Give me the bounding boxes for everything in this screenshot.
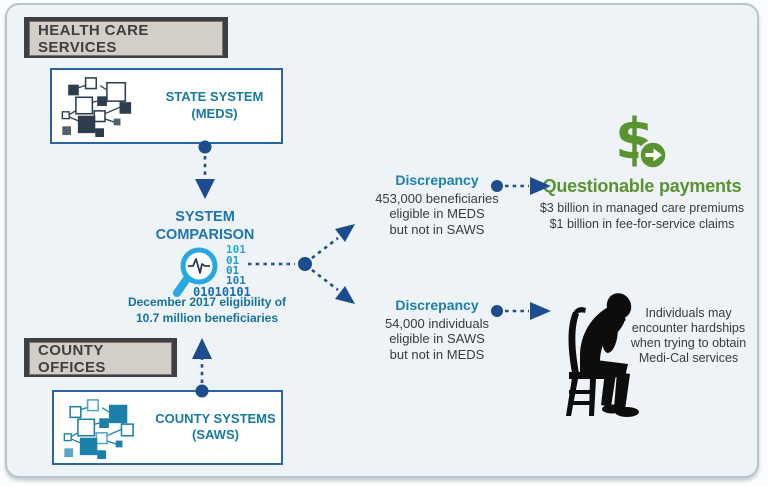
comparison-caption: December 2017 eligibility of 10.7 millio… [112, 295, 302, 326]
binary-digits: 01 [226, 264, 240, 277]
hardships-line: Individuals may [645, 306, 732, 320]
hardships-line: Medi-Cal services [638, 351, 739, 365]
hardships-line: encounter hardships [631, 321, 746, 335]
network-nodes-icon [61, 77, 132, 137]
discrepancy-top-block: Discrepancy 453,000 beneficiaries eligib… [367, 172, 507, 237]
payments-detail-line: $1 billion in fee-for-service claims [549, 216, 735, 231]
discrepancy-top-line: 453,000 beneficiaries [375, 191, 499, 206]
discrepancy-bottom-label: Discrepancy [395, 297, 479, 313]
county-systems-box: COUNTY SYSTEMS (SAWS) [52, 390, 283, 465]
hardships-line: when trying to obtain [630, 336, 747, 350]
header-county-offices-label: COUNTY OFFICES [29, 342, 172, 376]
state-system-code: (MEDS) [191, 106, 238, 121]
county-systems-code: (SAWS) [192, 427, 239, 443]
system-comparison-title: SYSTEM COMPARISON [125, 208, 285, 244]
discrepancy-bottom-line: but not in MEDS [389, 346, 485, 362]
state-system-name: STATE SYSTEM [165, 89, 264, 105]
system-comparison-title-line1: SYSTEM [175, 209, 235, 225]
distressed-person-icon [566, 293, 639, 417]
questionable-payments-details: $3 billion in managed care premiums $1 b… [532, 201, 752, 232]
network-nodes-icon [63, 399, 134, 459]
header-health-care-services-label: HEALTH CARE SERVICES [29, 21, 223, 56]
discrepancy-bottom-block: Discrepancy 54,000 individuals eligible … [367, 297, 507, 362]
binary-digits: 101 [226, 274, 246, 287]
state-system-label: STATE SYSTEM (MEDS) [152, 89, 277, 123]
binary-digits: 101 [226, 243, 246, 256]
discrepancy-top-label: Discrepancy [395, 172, 479, 188]
comparison-caption-line1: December 2017 eligibility of [127, 295, 287, 309]
hardships-text: Individuals may encounter hardships when… [611, 306, 766, 366]
header-county-offices: COUNTY OFFICES [24, 338, 177, 377]
discrepancy-top-line: eligible in MEDS [389, 206, 485, 222]
payments-detail-line: $3 billion in managed care premiums [539, 201, 745, 215]
magnifier-data-icon [173, 247, 218, 297]
binary-digits: 01010101 [193, 285, 251, 299]
binary-digits: 01 [226, 254, 240, 267]
discrepancy-bottom-line: 54,000 individuals [384, 316, 490, 331]
dollar-arrow-icon: $ [615, 107, 668, 172]
comparison-caption-line2: 10.7 million beneficiaries [135, 310, 279, 325]
questionable-payments-title: Questionable payments [542, 176, 742, 196]
system-comparison-title-line2: COMPARISON [155, 227, 255, 244]
header-health-care-services: HEALTH CARE SERVICES [24, 17, 228, 58]
discrepancy-bottom-line: eligible in SAWS [389, 331, 485, 347]
discrepancy-top-line: but not in SAWS [389, 221, 485, 237]
state-system-box: STATE SYSTEM (MEDS) [50, 68, 283, 144]
county-systems-label: COUNTY SYSTEMS (SAWS) [154, 411, 277, 445]
county-systems-name: COUNTY SYSTEMS [155, 410, 276, 426]
